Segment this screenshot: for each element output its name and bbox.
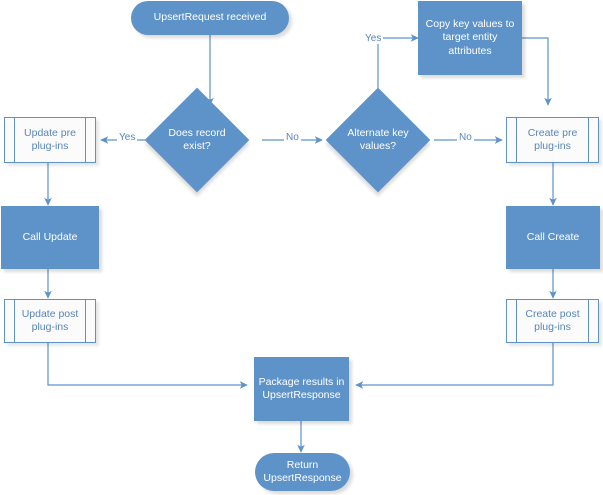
node-alternate-key-values[interactable]: Alternate key values? (325, 87, 431, 193)
predefined-process-right-bar (85, 300, 86, 342)
node-create-post-plugins[interactable]: Create post plug-ins (506, 299, 599, 343)
node-copy-key-values[interactable]: Copy key values to target entity attribu… (418, 1, 522, 75)
node-call-update[interactable]: Call Update (1, 206, 99, 269)
node-start-label: UpsertRequest received (153, 11, 267, 24)
edge-label-altkey-yes: Yes (363, 33, 384, 44)
edge-label-altkey-no: No (457, 132, 474, 143)
predefined-process-right-bar (588, 300, 589, 342)
node-create-post-plugins-line2: plug-ins (534, 321, 571, 333)
node-create-post-plugins-line1: Create post (525, 307, 580, 320)
node-update-pre-plugins[interactable]: Update pre plug-ins (4, 117, 96, 163)
node-package-results-line2: UpsertResponse (262, 389, 341, 401)
wire-createpost-to-package (355, 343, 554, 389)
node-does-record-exist-label: Does record exist? (160, 127, 234, 153)
predefined-process-left-bar (14, 118, 15, 162)
node-call-create-label: Call Create (526, 230, 580, 243)
node-update-post-plugins-line1: Update post (21, 307, 79, 320)
node-update-pre-plugins-line1: Update pre (24, 126, 76, 139)
predefined-process-left-bar (516, 300, 517, 342)
node-create-pre-plugins-line2: plug-ins (534, 140, 571, 152)
node-alternate-key-values-line1: Alternate key (347, 126, 409, 139)
node-copy-key-values-line3: attributes (448, 44, 492, 57)
node-start[interactable]: UpsertRequest received (131, 1, 289, 35)
node-does-record-exist[interactable]: Does record exist? (144, 87, 250, 193)
node-return-response-line1: Return (286, 458, 319, 471)
predefined-process-right-bar (588, 118, 589, 162)
node-copy-key-values-line2: target entity (442, 31, 498, 44)
node-alternate-key-values-label: Alternate key values? (341, 127, 415, 153)
wire-updatepost-to-package (47, 343, 248, 389)
node-does-record-exist-line2: exist? (183, 140, 211, 152)
node-update-post-plugins[interactable]: Update post plug-ins (4, 299, 96, 343)
wire-copy-to-createpre (522, 37, 552, 106)
predefined-process-right-bar (85, 118, 86, 162)
node-return-response-line2: UpsertResponse (263, 472, 342, 484)
node-update-pre-plugins-line2: plug-ins (31, 140, 69, 152)
node-call-create[interactable]: Call Create (506, 206, 600, 269)
edge-label-record-exists-yes: Yes (117, 132, 138, 143)
predefined-process-left-bar (516, 118, 517, 162)
node-does-record-exist-line1: Does record (168, 126, 226, 139)
node-alternate-key-values-line2: values? (359, 140, 397, 152)
node-create-pre-plugins-line1: Create pre (527, 126, 578, 139)
predefined-process-left-bar (14, 300, 15, 342)
node-create-pre-plugins[interactable]: Create pre plug-ins (506, 117, 599, 163)
edge-label-record-exists-no: No (284, 132, 301, 143)
node-copy-key-values-line1: Copy key values to (425, 18, 515, 31)
node-return-response[interactable]: Return UpsertResponse (255, 453, 350, 491)
node-update-post-plugins-line2: plug-ins (31, 321, 69, 333)
node-package-results[interactable]: Package results in UpsertResponse (254, 357, 349, 421)
node-package-results-line1: Package results in (258, 375, 345, 388)
node-call-update-label: Call Update (22, 230, 78, 243)
